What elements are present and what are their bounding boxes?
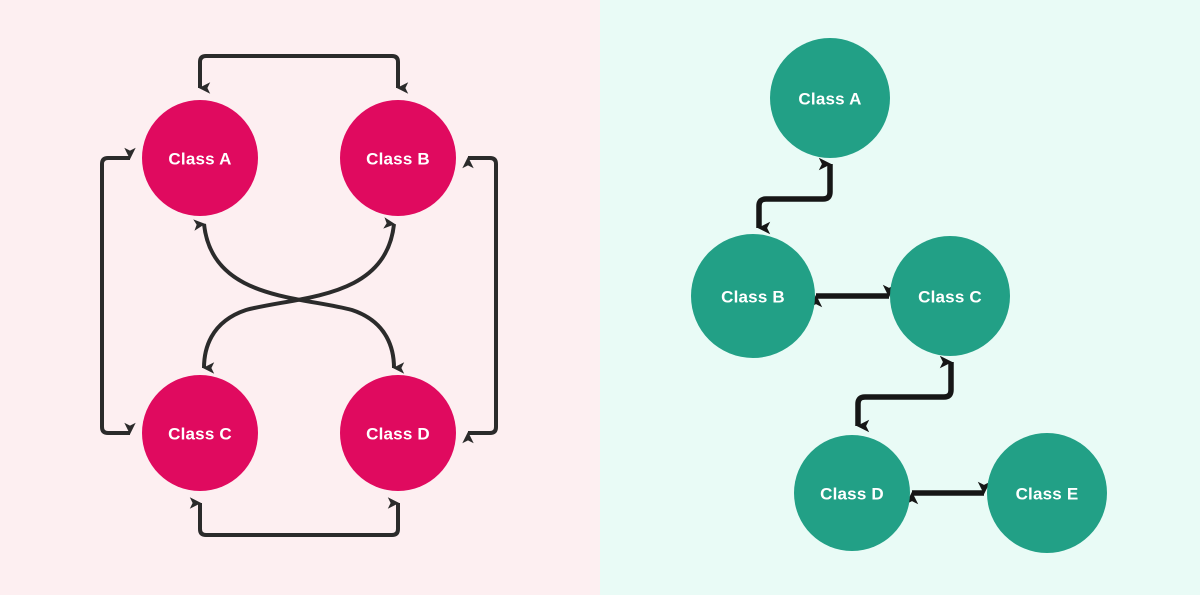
edge-top-a-b[interactable] [198,54,409,94]
node-class-d[interactable]: Class D [340,375,456,491]
edge-right-b-d[interactable] [462,156,498,444]
node-class-b[interactable]: Class B [691,234,815,358]
node-class-c-circle[interactable] [890,236,1010,356]
edge-b-a[interactable] [756,157,833,235]
node-class-d-circle[interactable] [794,435,910,551]
node-class-a[interactable]: Class A [142,100,258,216]
edge-left-a-c[interactable] [100,147,136,435]
cyclic-dependency-panel: Class A Class B Class C Class D [0,0,600,595]
node-class-a-circle[interactable] [142,100,258,216]
right-graph: Class A Class B Class C Class D Class E [691,38,1107,553]
node-class-c-circle[interactable] [142,375,258,491]
node-class-a-circle[interactable] [770,38,890,158]
node-class-e[interactable]: Class E [987,433,1107,553]
node-class-b-circle[interactable] [691,234,815,358]
node-class-d-circle[interactable] [340,375,456,491]
edge-d-c[interactable] [855,355,954,433]
node-class-c[interactable]: Class C [142,375,258,491]
edge-bottom-c-d[interactable] [189,497,400,537]
node-class-d[interactable]: Class D [794,435,910,551]
edge-cross-b-c[interactable] [202,217,396,374]
acyclic-dependency-panel: Class A Class B Class C Class D Class E [600,0,1200,595]
node-class-a[interactable]: Class A [770,38,890,158]
left-graph: Class A Class B Class C Class D [100,54,498,537]
node-class-e-circle[interactable] [987,433,1107,553]
node-class-b-circle[interactable] [340,100,456,216]
node-class-b[interactable]: Class B [340,100,456,216]
node-class-c[interactable]: Class C [890,236,1010,356]
